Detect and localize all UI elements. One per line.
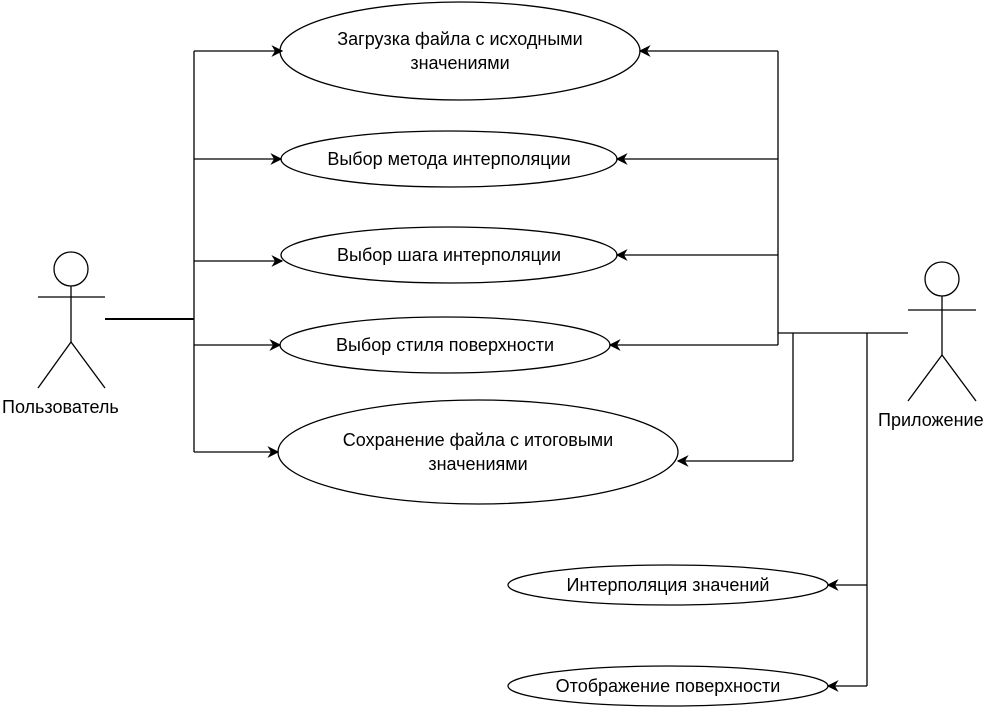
use-case-label-save-file: Сохранение файла с итоговыми значениями bbox=[342, 430, 614, 474]
app-actor-icon bbox=[907, 261, 977, 402]
use-case-label-choose-style: Выбор стиля поверхности bbox=[335, 335, 554, 355]
app-actor-label: Приложение bbox=[878, 410, 984, 430]
use-case-label-load-file: Загрузка файла с исходными значениями bbox=[337, 29, 583, 73]
use-case-label-choose-step: Выбор шага интерполяции bbox=[337, 245, 561, 265]
app-connectors bbox=[777, 51, 908, 686]
use-case-label-choose-method: Выбор метода интерполяции bbox=[327, 149, 571, 169]
user-connectors bbox=[105, 51, 195, 452]
use-case-label-display-surface: Отображение поверхности bbox=[555, 676, 781, 696]
user-actor-label: Пользователь bbox=[2, 397, 119, 417]
use-case-label-interpolate: Интерполяция значений bbox=[566, 575, 770, 595]
user-actor-icon bbox=[37, 251, 106, 389]
